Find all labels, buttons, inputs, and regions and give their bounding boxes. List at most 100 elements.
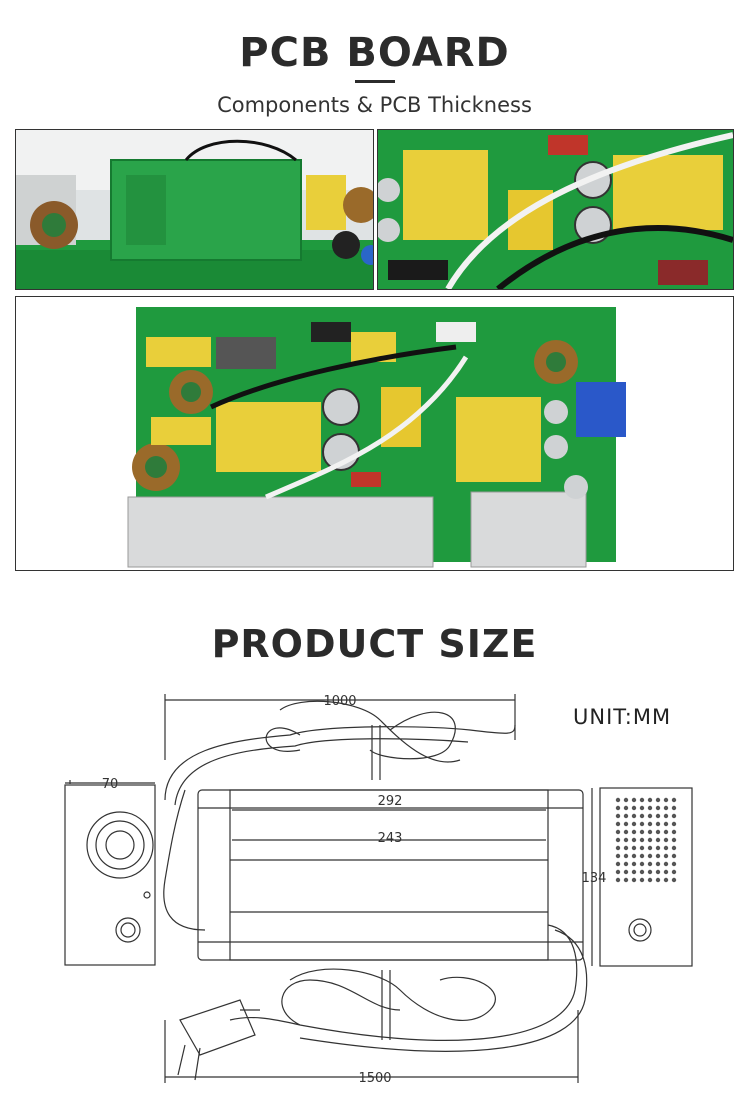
vent-hole	[631, 869, 637, 875]
vent-hole	[631, 813, 637, 819]
vent-hole	[639, 853, 645, 859]
vent-hole	[639, 805, 645, 811]
vent-hole	[639, 837, 645, 843]
vent-hole	[615, 845, 621, 851]
vent-hole	[671, 797, 677, 803]
unit-label: UNIT:MM	[573, 705, 672, 729]
vent-hole	[647, 821, 653, 827]
vent-hole	[655, 877, 661, 883]
vent-hole	[671, 861, 677, 867]
vent-hole	[647, 829, 653, 835]
vent-hole	[663, 877, 669, 883]
section-title-product-size: PRODUCT SIZE	[211, 622, 538, 666]
vent-hole	[647, 845, 653, 851]
vent-hole	[663, 869, 669, 875]
vent-hole	[647, 861, 653, 867]
vent-hole	[639, 829, 645, 835]
vent-hole	[655, 813, 661, 819]
vent-hole	[663, 805, 669, 811]
vent-hole	[663, 853, 669, 859]
vent-hole	[623, 845, 629, 851]
vent-hole	[615, 869, 621, 875]
vent-hole	[647, 853, 653, 859]
vent-hole	[671, 853, 677, 859]
vent-hole	[631, 837, 637, 843]
dim-side-width: 70	[102, 777, 119, 792]
pcb-closeup-photo	[377, 129, 734, 290]
vent-hole	[655, 829, 661, 835]
vent-hole	[631, 845, 637, 851]
pcb-full-board-photo	[15, 296, 734, 571]
dim-cable-bottom: 1500	[358, 1071, 391, 1086]
vent-hole	[647, 869, 653, 875]
vent-hole	[631, 797, 637, 803]
vent-hole	[663, 821, 669, 827]
vent-hole	[647, 877, 653, 883]
dim-height: 134	[582, 871, 607, 886]
vent-hole	[615, 861, 621, 867]
vent-hole	[623, 861, 629, 867]
vent-hole	[623, 797, 629, 803]
vent-hole	[671, 837, 677, 843]
vent-hole	[663, 837, 669, 843]
vent-hole	[655, 821, 661, 827]
vent-hole	[623, 853, 629, 859]
vent-hole	[655, 837, 661, 843]
vent-hole	[655, 845, 661, 851]
title-underline	[355, 80, 395, 83]
vent-hole	[663, 861, 669, 867]
vent-hole	[615, 837, 621, 843]
vent-hole	[639, 877, 645, 883]
vent-hole	[623, 821, 629, 827]
vent-hole	[671, 877, 677, 883]
vent-hole	[655, 861, 661, 867]
vent-hole	[671, 829, 677, 835]
vent-hole	[615, 829, 621, 835]
vent-hole	[639, 813, 645, 819]
vent-hole	[631, 805, 637, 811]
vent-hole	[615, 877, 621, 883]
vent-hole	[623, 805, 629, 811]
vent-hole	[631, 821, 637, 827]
vent-hole	[623, 837, 629, 843]
vent-hole	[663, 813, 669, 819]
pcb-side-photo	[15, 129, 374, 290]
vent-hole	[623, 829, 629, 835]
section-title-pcb-board: PCB BOARD	[239, 30, 510, 76]
vent-hole	[671, 821, 677, 827]
vent-hole	[663, 845, 669, 851]
vent-hole	[615, 813, 621, 819]
vent-hole	[615, 797, 621, 803]
vent-hole	[639, 869, 645, 875]
vent-hole	[655, 853, 661, 859]
vent-hole	[671, 805, 677, 811]
vent-hole	[663, 829, 669, 835]
section-subtitle: Components & PCB Thickness	[217, 93, 532, 117]
dim-body-outer: 292	[378, 794, 403, 809]
vent-hole	[631, 877, 637, 883]
dim-cable-top: 1000	[323, 694, 356, 709]
vent-hole	[663, 797, 669, 803]
vent-hole	[623, 869, 629, 875]
vent-hole	[647, 805, 653, 811]
vent-hole	[631, 861, 637, 867]
product-size-drawing: 1000 70 292 243 134 1500	[64, 694, 693, 1086]
vent-hole	[647, 837, 653, 843]
vent-hole	[615, 821, 621, 827]
vent-hole	[655, 797, 661, 803]
vent-hole	[623, 813, 629, 819]
vent-hole	[655, 805, 661, 811]
vent-hole	[671, 869, 677, 875]
vent-hole	[647, 797, 653, 803]
vent-hole	[671, 845, 677, 851]
vent-hole	[655, 869, 661, 875]
vent-hole	[615, 805, 621, 811]
vent-hole	[639, 845, 645, 851]
vent-hole	[639, 797, 645, 803]
vent-hole	[647, 813, 653, 819]
dim-body-inner: 243	[378, 831, 403, 846]
vent-hole	[671, 813, 677, 819]
vent-hole	[615, 853, 621, 859]
vent-hole	[631, 853, 637, 859]
vent-hole	[639, 821, 645, 827]
